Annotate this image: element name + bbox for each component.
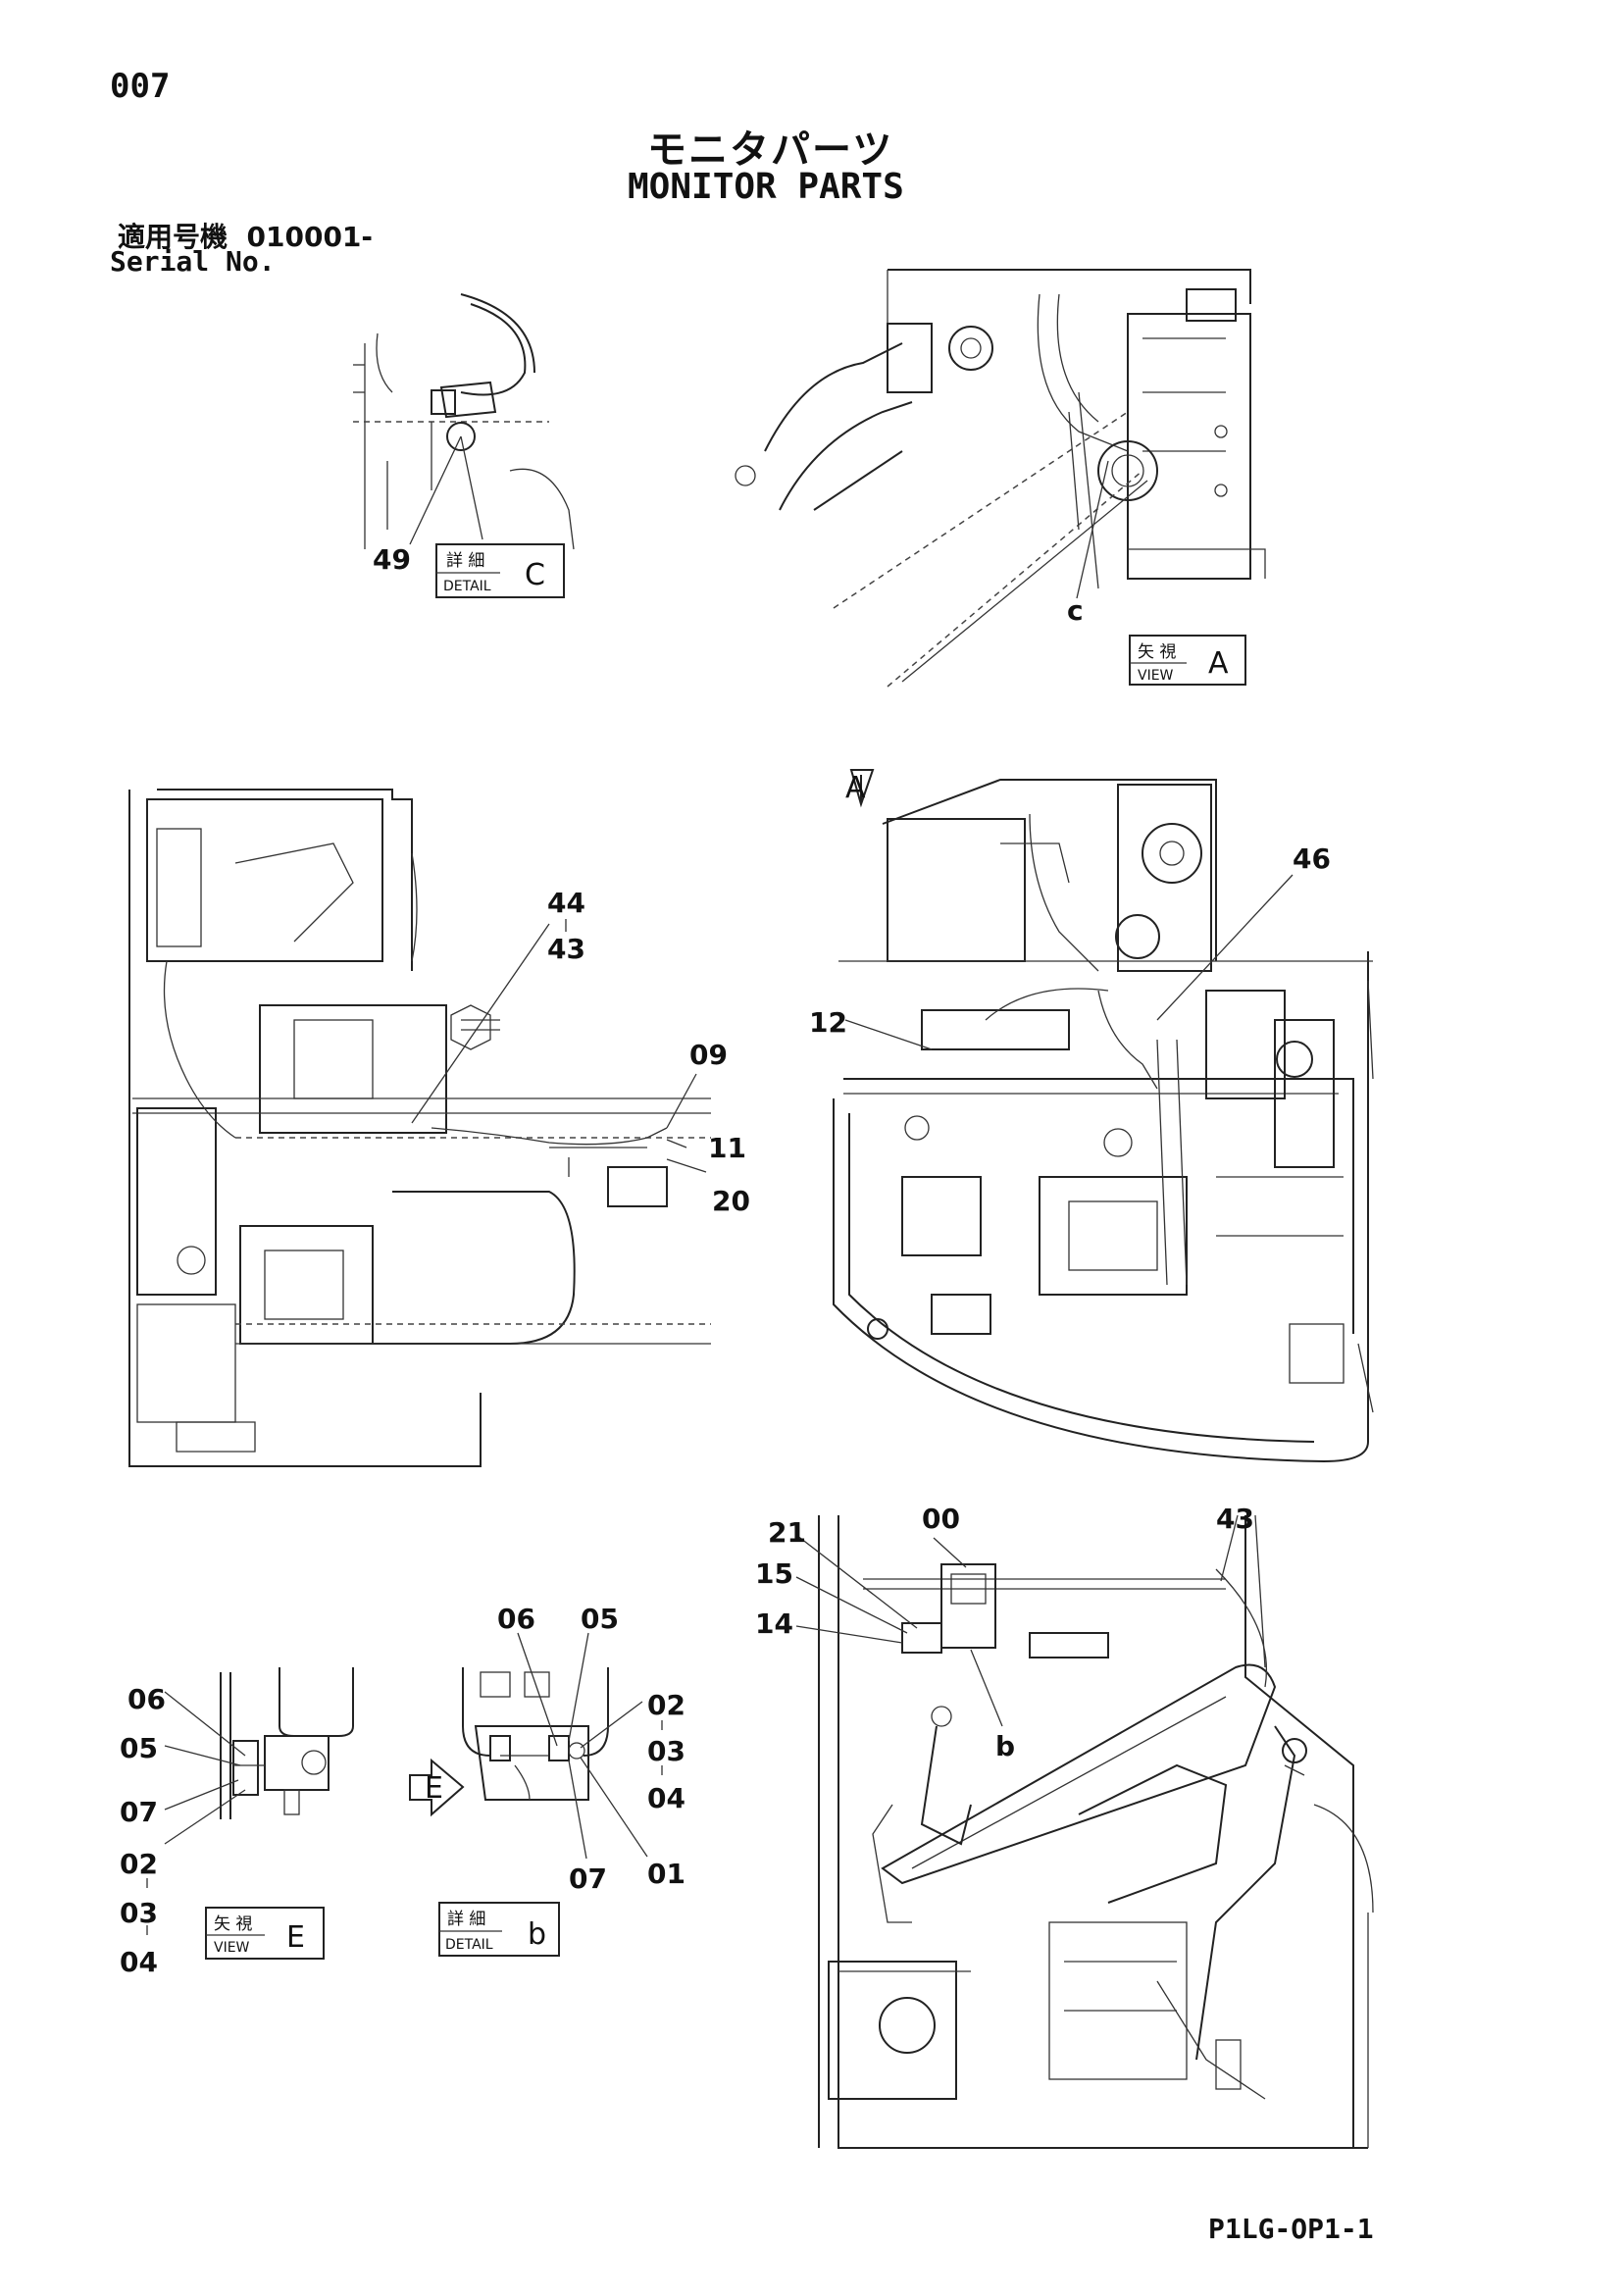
- view-a-tag-en: VIEW: [1138, 668, 1174, 684]
- callout-14: 14: [755, 1607, 793, 1640]
- callout-46: 46: [1293, 842, 1331, 875]
- detail-b-tag-letter: b: [528, 1917, 546, 1952]
- detail-c-drawing: [353, 293, 575, 550]
- serial-row: 適用号機 010001-: [118, 216, 373, 255]
- plan-view-left: [128, 789, 711, 1467]
- title-english: MONITOR PARTS: [628, 167, 904, 207]
- callout-43: 43: [547, 933, 585, 965]
- callout-44: 44: [547, 887, 585, 919]
- serial-label-japanese: 適用号機: [118, 221, 228, 253]
- detail-c-tag: 詳 細 DETAIL C: [435, 543, 565, 598]
- view-e-drawing: [146, 1667, 354, 1935]
- view-e-tag-letter: E: [286, 1920, 305, 1955]
- cab-view: [795, 1514, 1374, 2149]
- detail-b-tag: 詳 細 DETAIL b: [438, 1902, 560, 1957]
- view-a-tag-letter: A: [1208, 646, 1229, 681]
- detail-b-callout-05: 05: [581, 1603, 619, 1635]
- page-number: 007: [110, 67, 171, 106]
- view-e-tag-en: VIEW: [214, 1940, 250, 1956]
- detail-b-callout-02: 02: [647, 1689, 685, 1721]
- view-e-tag: 矢 視 VIEW E: [205, 1907, 325, 1960]
- view-e-callout-03: 03: [120, 1897, 158, 1929]
- view-a-drawing: [735, 269, 1266, 688]
- detail-c-tag-ja: 詳 細: [446, 551, 484, 571]
- view-arrow-e: [409, 1758, 465, 1817]
- callout-00: 00: [922, 1503, 960, 1535]
- view-e-callout-02: 02: [120, 1848, 158, 1880]
- view-arrow-a-letter: A: [845, 771, 866, 805]
- plan-view-right: [833, 769, 1374, 1463]
- detail-b-callout-04: 04: [647, 1782, 685, 1814]
- detail-b-callout-07: 07: [569, 1862, 607, 1895]
- view-e-callout-05: 05: [120, 1732, 158, 1764]
- view-a-tag-ja: 矢 視: [1138, 642, 1176, 662]
- callout-12: 12: [809, 1006, 847, 1039]
- detail-b-tag-ja: 詳 細: [447, 1910, 485, 1929]
- detail-b-drawing: [462, 1632, 663, 1860]
- title-japanese: モニタパーツ: [647, 128, 894, 173]
- callout-11: 11: [708, 1132, 746, 1164]
- letter-c: c: [1067, 594, 1084, 627]
- view-a-tag: 矢 視 VIEW A: [1129, 635, 1246, 686]
- detail-c-tag-en: DETAIL: [443, 579, 491, 594]
- detail-b-callout-03: 03: [647, 1735, 685, 1767]
- footer-code: P1LG-OP1-1: [1208, 2213, 1374, 2245]
- callout-20: 20: [712, 1185, 750, 1217]
- callout-09: 09: [689, 1039, 728, 1071]
- view-e-tag-ja: 矢 視: [214, 1914, 252, 1934]
- view-e-callout-06: 06: [127, 1683, 166, 1715]
- callout-15: 15: [755, 1557, 793, 1590]
- callout-49: 49: [373, 543, 411, 576]
- serial-label-english: Serial No.: [110, 245, 276, 278]
- serial-value: 010001-: [246, 221, 374, 253]
- callout-21: 21: [768, 1516, 806, 1549]
- view-arrow-e-letter: E: [425, 1771, 443, 1806]
- detail-c-tag-letter: C: [525, 558, 545, 592]
- letter-b: b: [995, 1730, 1015, 1762]
- view-e-callout-07: 07: [120, 1796, 158, 1828]
- detail-b-callout-01: 01: [647, 1858, 685, 1890]
- view-e-callout-04: 04: [120, 1946, 158, 1978]
- callout-43-cab: 43: [1216, 1503, 1254, 1535]
- detail-b-callout-06: 06: [497, 1603, 535, 1635]
- detail-b-tag-en: DETAIL: [445, 1937, 493, 1953]
